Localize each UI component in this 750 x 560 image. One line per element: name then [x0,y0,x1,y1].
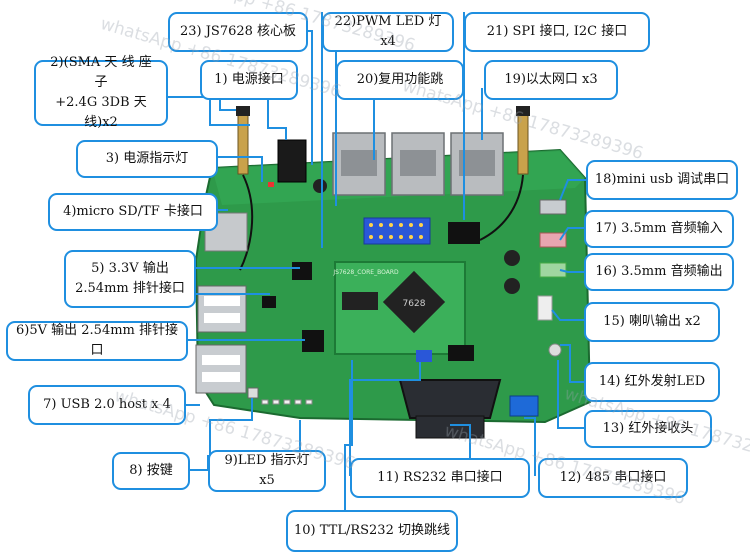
led-3 [283,399,291,405]
label-power-connector: 1) 电源接口 [200,60,298,100]
label-speaker-output: 15) 喇叭输出 x2 [584,302,720,342]
rs485-terminal [509,395,539,417]
pwm-mux-header [363,217,431,245]
label-spi-i2c: 21) SPI 接口, I2C 接口 [464,12,650,52]
label-audio-output: 16) 3.5mm 音频输出 [584,253,734,291]
push-button [247,387,259,399]
label-core-board: 23) JS7628 核心板 [168,12,308,52]
label-button: 8) 按键 [112,452,190,490]
label-audio-input: 17) 3.5mm 音频输入 [584,210,734,248]
led-5 [305,399,313,405]
ic-chip [448,345,474,361]
label-led-indicators: 9)LED 指示灯 x5 [208,450,326,492]
audio-in-jack [539,232,567,248]
usb-port-top [197,285,247,333]
label-pwm-led: 22)PWM LED 灯 x4 [322,12,454,52]
speaker-terminal [537,295,553,321]
db9-serial-port [398,379,502,419]
label-mini-usb: 18)mini usb 调试串口 [586,160,738,200]
led-4 [294,399,302,405]
led-1 [261,399,269,405]
label-mux-jumper: 20)复用功能跳 [336,60,464,100]
label-3v3-header: 5) 3.3V 输出 2.54mm 排针接口 [64,250,196,308]
audio-out-jack [539,262,567,278]
label-ttl-rs232-jumper: 10) TTL/RS232 切换跳线 [286,510,458,552]
label-5v-header: 6)5V 输出 2.54mm 排针接口 [6,321,188,361]
capacitor-b [504,278,520,294]
label-3v3-header-line1: 5) 3.3V 输出 [91,260,169,276]
ttl-rs232-jumper [416,350,432,362]
header-3v3 [292,262,312,280]
sma-antenna-left [237,111,249,175]
label-usb-host: 7) USB 2.0 host x 4 [28,385,186,425]
power-led [268,182,274,187]
header-5v [262,296,276,308]
label-power-indicator: 3) 电源指示灯 [76,140,218,178]
label-rs485-port: 12) 485 串口接口 [538,458,688,498]
power-jack [277,139,307,183]
label-sma-antenna: 2)(SMA 天 线 座 子 +2.4G 3DB 天线)x2 [34,55,168,130]
label-sd-card-slot: 4)micro SD/TF 卡接口 [48,193,218,231]
soc-chip-text: 7628 [403,299,426,309]
label-ethernet-ports: 19)以太网口 x3 [484,60,618,100]
label-ir-led: 14) 红外发射LED [584,362,720,402]
capacitor-c [313,179,327,193]
capacitor-a [504,250,520,266]
label-ir-receiver: 13) 红外接收头 [584,410,712,448]
mini-usb-port [539,199,567,215]
core-board-silk: JS7628_CORE_BOARD [332,269,399,276]
usb-port-bottom [195,344,247,394]
soc-chip [382,270,446,334]
label-3v3-header-line2: 2.54mm 排针接口 [75,281,185,296]
ir-led [548,343,562,357]
label-sma-antenna-line1: 2)(SMA 天 线 座 子 [50,54,152,90]
led-2 [272,399,280,405]
label-sma-antenna-line2: +2.4G 3DB 天线)x2 [55,95,147,131]
label-rs232-port: 11) RS232 串口接口 [350,458,530,498]
spi-i2c-header [448,222,480,244]
